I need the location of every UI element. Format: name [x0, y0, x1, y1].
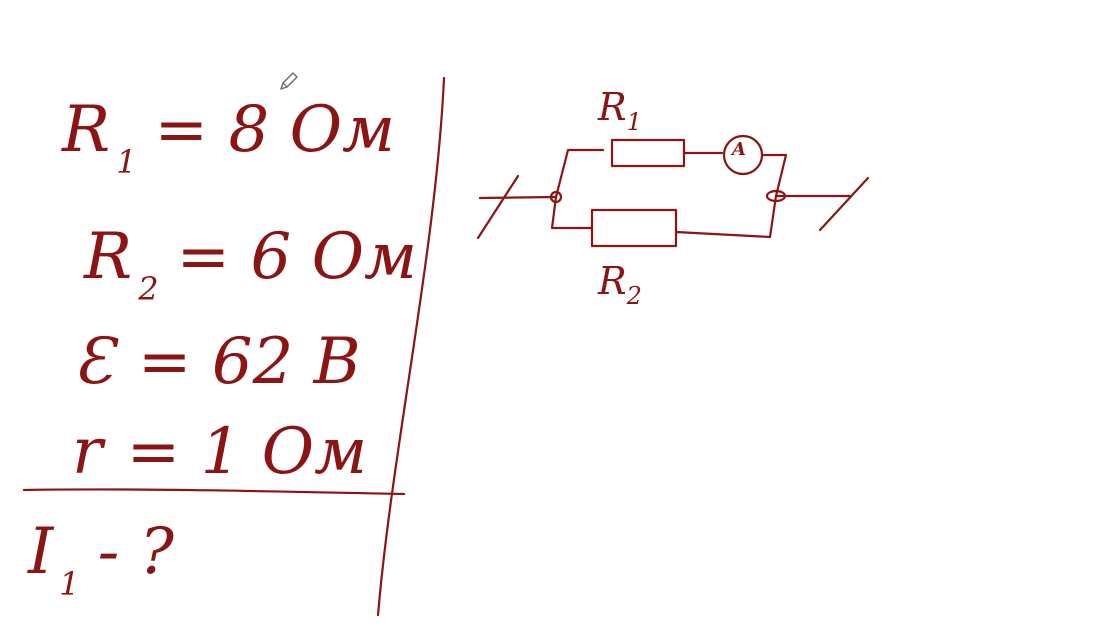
left-node	[549, 190, 563, 204]
label-r2: R2	[598, 259, 642, 310]
left-terminal-stroke	[476, 174, 520, 240]
resistor-r2	[590, 208, 678, 248]
resistor-r1	[610, 138, 686, 168]
label-r1: R1	[598, 85, 642, 136]
wire-r2-node	[674, 194, 778, 239]
given-emf: Ɛ= 62 В	[74, 325, 361, 399]
wire-left-lead	[478, 195, 558, 200]
wire-ammeter-node	[760, 153, 788, 198]
pencil-icon	[280, 72, 298, 90]
wire-top-branch	[554, 148, 605, 199]
right-terminal-stroke	[818, 176, 870, 232]
right-node	[765, 189, 787, 203]
wire-bottom-branch	[550, 195, 594, 230]
ammeter-label: A	[732, 139, 746, 160]
given-internal-resistance: r= 1 Ом	[72, 415, 368, 489]
horizontal-divider	[22, 488, 406, 496]
vertical-divider	[376, 76, 446, 617]
ammeter-symbol	[722, 134, 764, 176]
